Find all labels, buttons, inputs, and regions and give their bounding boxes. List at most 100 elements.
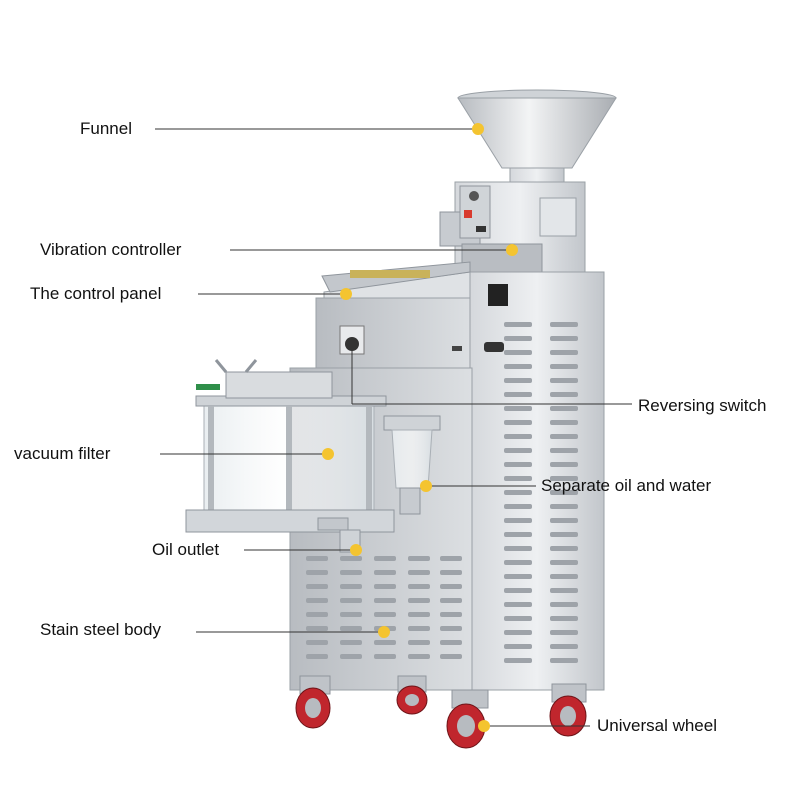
vent-slot (550, 560, 578, 565)
label-funnel: Funnel (80, 119, 132, 138)
vent-slot (306, 640, 328, 645)
vent-slots-right (504, 322, 578, 663)
vent-slot (550, 434, 578, 439)
vent-slot (550, 644, 578, 649)
vent-slot (408, 640, 430, 645)
vent-slot (550, 336, 578, 341)
label-vacuum-filter: vacuum filter (14, 444, 111, 463)
vent-slot (504, 658, 532, 663)
vent-slot (504, 546, 532, 551)
vent-slot (340, 626, 362, 631)
vent-slot (408, 654, 430, 659)
vent-slot (374, 640, 396, 645)
label-control-panel: The control panel (30, 284, 162, 303)
vent-slot (504, 392, 532, 397)
vent-slot (340, 612, 362, 617)
vent-slot (504, 630, 532, 635)
vent-slot (504, 588, 532, 593)
marker-outlet (350, 544, 362, 556)
vent-slot (340, 556, 362, 561)
vent-slot (504, 420, 532, 425)
vent-slot (340, 640, 362, 645)
label-reversing-switch: Reversing switch (638, 396, 767, 415)
vent-slot (408, 612, 430, 617)
vent-slot (504, 476, 532, 481)
markers (322, 123, 518, 732)
vent-slot (504, 336, 532, 341)
vent-slot (504, 504, 532, 509)
marker-vacuum (322, 448, 334, 460)
upper-column (439, 181, 586, 275)
vent-slots-lower (306, 556, 462, 659)
vent-slot (504, 448, 532, 453)
marker-wheel (478, 720, 490, 732)
label-universal-wheel: Universal wheel (597, 716, 717, 735)
vent-slot (550, 378, 578, 383)
vent-slot (550, 532, 578, 537)
label-vibration-controller: Vibration controller (40, 240, 182, 259)
oil-water-separator (383, 415, 441, 515)
vent-slot (550, 364, 578, 369)
vent-slot (306, 654, 328, 659)
marker-vibration (506, 244, 518, 256)
vent-slot (550, 350, 578, 355)
vent-slot (440, 570, 462, 575)
vent-slot (440, 556, 462, 561)
vent-slot (550, 392, 578, 397)
vent-slot (440, 612, 462, 617)
vent-slot (504, 644, 532, 649)
vent-slot (550, 518, 578, 523)
vent-slot (306, 570, 328, 575)
funnel-part (457, 89, 617, 189)
vent-slot (504, 518, 532, 523)
vent-slot (340, 570, 362, 575)
vent-slot (374, 598, 396, 603)
vent-slot (408, 556, 430, 561)
marker-separate (420, 480, 432, 492)
leader-lines (155, 128, 632, 727)
vent-slot (306, 626, 328, 631)
vent-slot (440, 584, 462, 589)
vent-slot (550, 476, 578, 481)
vent-slot (306, 612, 328, 617)
vent-slot (408, 626, 430, 631)
vent-slot (504, 378, 532, 383)
vacuum-filter-tank (185, 359, 395, 533)
vent-slot (340, 598, 362, 603)
vent-slot (550, 588, 578, 593)
vent-slot (408, 584, 430, 589)
vent-slot (550, 448, 578, 453)
vent-slot (504, 490, 532, 495)
vent-slot (440, 626, 462, 631)
vent-slot (374, 654, 396, 659)
vent-slot (550, 322, 578, 327)
vent-slot (504, 462, 532, 467)
vent-slot (550, 574, 578, 579)
vent-slot (504, 560, 532, 565)
vent-slot (550, 546, 578, 551)
vent-slot (440, 654, 462, 659)
vent-slot (440, 598, 462, 603)
vent-slot (504, 616, 532, 621)
vent-slot (550, 602, 578, 607)
vent-slot (374, 570, 396, 575)
vent-slot (504, 602, 532, 607)
vent-slot (550, 658, 578, 663)
vent-slot (374, 556, 396, 561)
marker-control-panel (340, 288, 352, 300)
vent-slot (504, 434, 532, 439)
vent-slot (504, 532, 532, 537)
vent-slot (374, 612, 396, 617)
vent-slot (504, 574, 532, 579)
vent-slot (340, 584, 362, 589)
vent-slot (504, 322, 532, 327)
label-oil-outlet: Oil outlet (152, 540, 220, 559)
vent-slot (550, 406, 578, 411)
vent-slot (504, 406, 532, 411)
vent-slot (306, 556, 328, 561)
marker-body (378, 626, 390, 638)
vent-slot (408, 570, 430, 575)
vent-slot (550, 420, 578, 425)
marker-funnel (472, 123, 484, 135)
